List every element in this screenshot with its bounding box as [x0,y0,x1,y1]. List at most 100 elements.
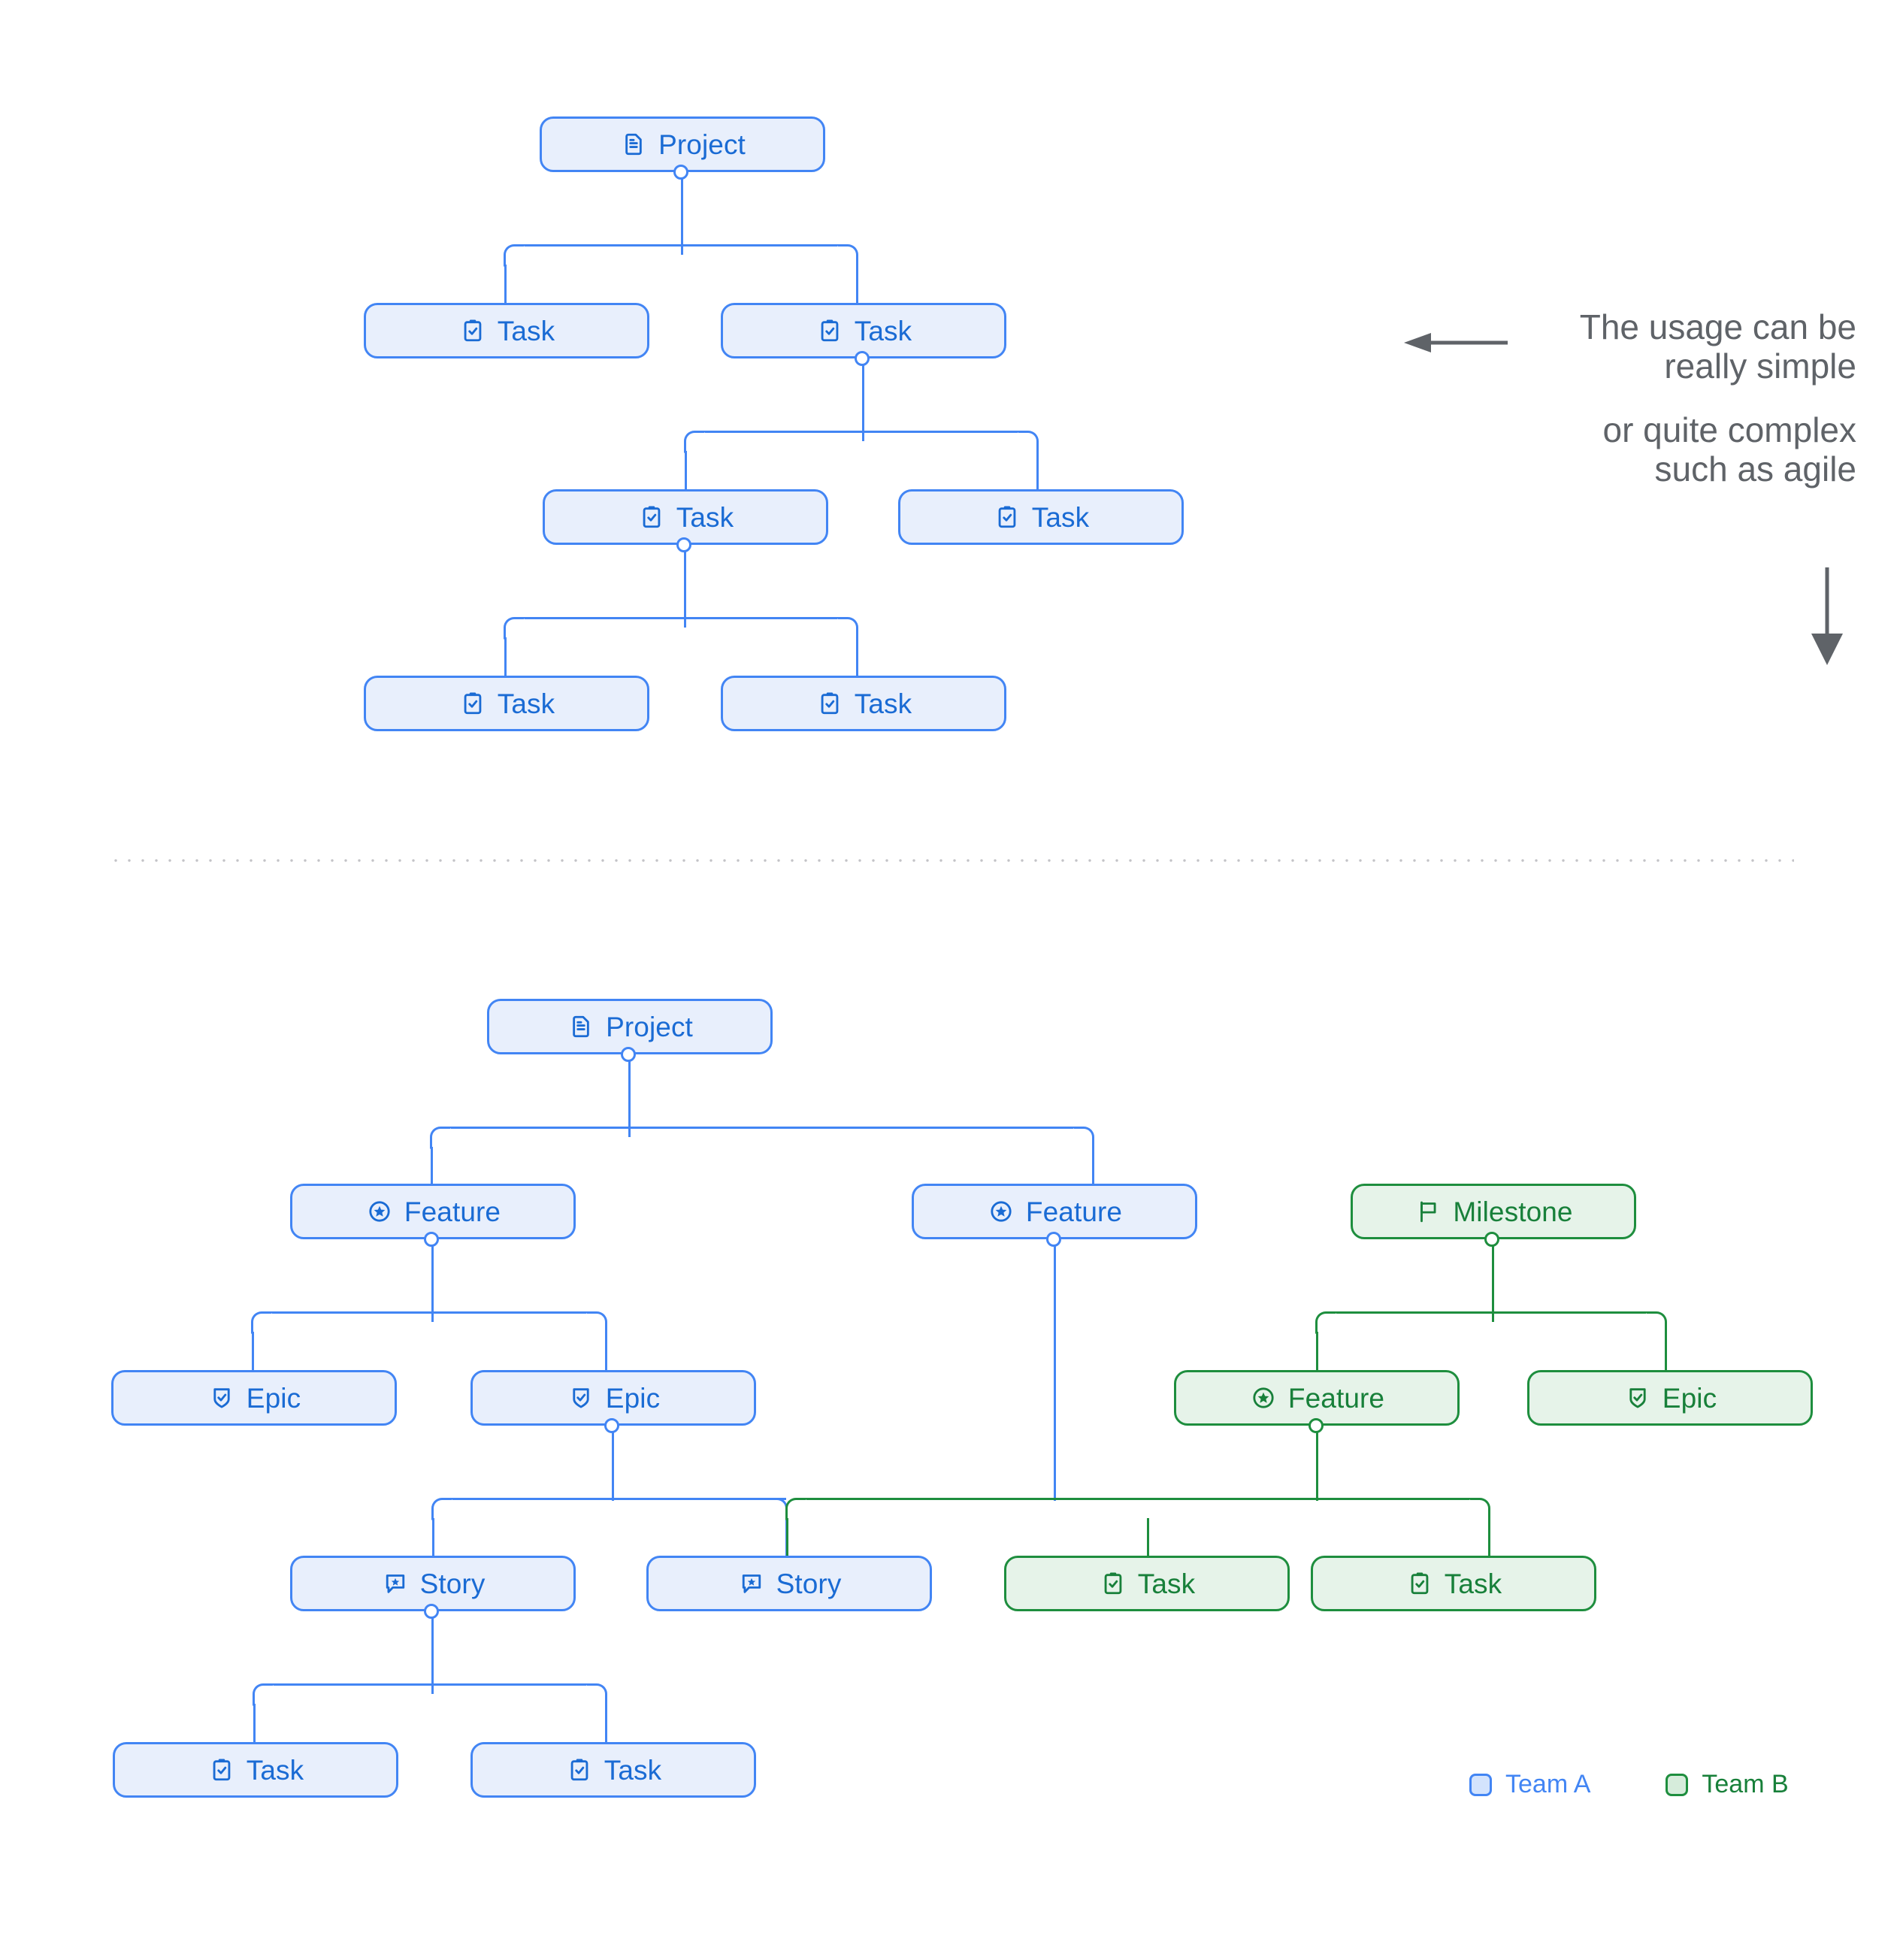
node-label: Task [676,501,734,533]
node-label: Feature [1025,1196,1123,1227]
clipboard-check-icon [458,316,487,345]
connector-s2-stem [862,358,864,441]
annotation-line-4: such as agile [1654,449,1857,488]
connector-s3-stem [684,545,686,628]
clipboard-check-icon [1099,1569,1127,1598]
connector-bus [525,617,837,619]
node-label: Task [1137,1568,1196,1599]
shield-check-icon [207,1384,236,1412]
connector-elbow [1072,1127,1094,1149]
connector-drop [1092,1147,1094,1184]
clipboard-check-icon [458,689,487,718]
connector-drop [786,1518,788,1556]
clipboard-check-icon [207,1756,236,1784]
connector-elbow [765,1498,788,1520]
node-feature[interactable]: Feature [290,1184,576,1239]
node-label: Feature [404,1196,501,1227]
connector-bus [451,1127,1073,1129]
legend: Team A Team B [1469,1770,1789,1799]
connector-elbow [1016,431,1039,453]
node-story[interactable]: Story [646,1556,932,1611]
node-label: Milestone [1453,1196,1573,1227]
node-feature[interactable]: Feature [912,1184,1197,1239]
node-epic[interactable]: Epic [470,1370,756,1426]
node-epic[interactable]: Epic [1527,1370,1813,1426]
node-milestone[interactable]: Milestone [1351,1184,1636,1239]
arrow-left-icon [1404,333,1508,352]
connector-elbow [585,1311,607,1334]
node-task[interactable]: Task [1311,1556,1596,1611]
connector-drop [1665,1332,1667,1370]
connector-bus [274,1683,586,1686]
connector-elbow [1644,1311,1667,1334]
connector-drop [504,637,507,676]
connector-drop [1036,451,1039,489]
node-project[interactable]: Project [487,999,773,1054]
node-label: Task [497,315,555,346]
node-task[interactable]: Task [543,489,828,545]
connector-a6-stem [1316,1426,1318,1501]
connector-bus [525,244,837,247]
node-port [1046,1232,1061,1247]
node-label: Project [658,129,746,160]
node-task[interactable]: Task [898,489,1184,545]
connector-s0-stem [681,172,683,255]
node-task[interactable]: Task [364,303,649,358]
legend-item-team-b[interactable]: Team B [1666,1770,1789,1799]
connector-bus [1336,1311,1646,1314]
connector-a1-stem [431,1239,434,1322]
node-task[interactable]: Task [113,1742,398,1798]
node-port [424,1604,439,1619]
annotation-line-1: The usage can be [1579,307,1856,346]
connector-elbow [430,1127,452,1149]
node-label: Epic [1662,1382,1717,1414]
annotation-line-3: or quite complex [1602,410,1857,450]
connector-elbow [585,1683,607,1706]
node-task[interactable]: Task [470,1742,756,1798]
node-project[interactable]: Project [540,116,825,172]
connector-elbow [253,1683,275,1706]
node-task[interactable]: Task [1004,1556,1290,1611]
node-label: Epic [246,1382,301,1414]
node-epic[interactable]: Epic [111,1370,397,1426]
node-label: Task [1031,501,1090,533]
node-story[interactable]: Story [290,1556,576,1611]
arrow-down-icon [1811,567,1843,665]
node-label: Story [419,1568,486,1599]
connector-drop [504,265,507,303]
star-circle-icon [987,1197,1015,1226]
node-feature[interactable]: Feature [1174,1370,1460,1426]
connector-drop [1488,1518,1490,1556]
connector-drop [856,637,858,676]
node-port [1309,1418,1324,1433]
connector-elbow [1468,1498,1490,1520]
connector-elbow [251,1311,274,1334]
node-label: Story [776,1568,842,1599]
legend-label-team-b: Team B [1702,1770,1789,1798]
node-task[interactable]: Task [721,303,1006,358]
annotation-line-2: really simple [1664,346,1856,386]
connector-bus [452,1498,786,1500]
legend-swatch-blue [1469,1773,1492,1796]
node-port [424,1232,439,1247]
connector-elbow [836,617,858,640]
clipboard-check-icon [637,503,666,531]
node-label: Task [497,688,555,719]
connector-drop [252,1332,254,1370]
connector-elbow [431,1498,454,1520]
node-port [1484,1232,1499,1247]
legend-item-team-a[interactable]: Team A [1469,1770,1590,1799]
clipboard-check-icon [565,1756,594,1784]
document-icon [567,1012,595,1041]
clipboard-check-icon [1405,1569,1434,1598]
clipboard-check-icon [815,316,844,345]
node-task[interactable]: Task [721,676,1006,731]
connector-drop [605,1332,607,1370]
node-task[interactable]: Task [364,676,649,731]
shield-check-icon [567,1384,595,1412]
legend-swatch-green [1666,1773,1689,1796]
star-circle-icon [365,1197,394,1226]
shield-check-icon [1623,1384,1652,1412]
node-port [855,351,870,366]
